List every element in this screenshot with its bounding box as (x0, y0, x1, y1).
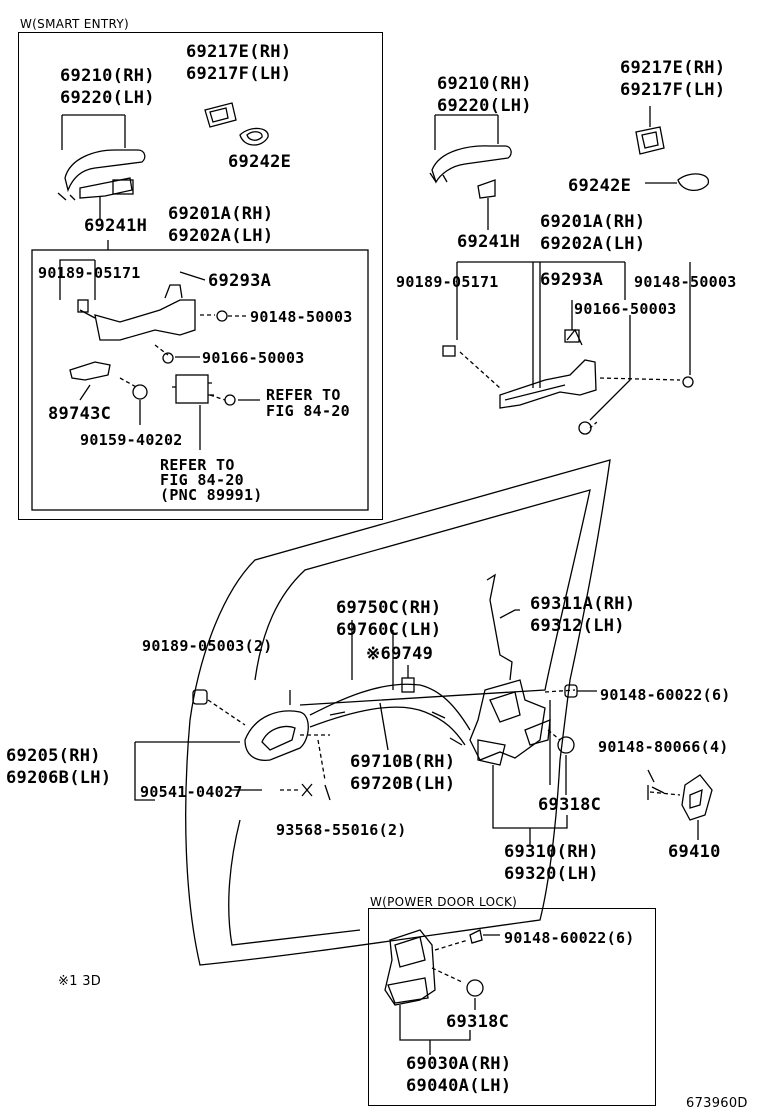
se-refer2-line3: (PNC 89991) (160, 486, 263, 504)
clip-69749-shape (401, 677, 415, 693)
std-part-90148-50003: 90148-50003 (634, 273, 737, 291)
figure-id: 673960D (686, 1096, 748, 1111)
lock-rh-label: 69310(RH) (504, 842, 599, 862)
std-pad: 69242E (568, 176, 632, 196)
std-part-90189-05171: 90189-05171 (396, 273, 499, 291)
std-frame-rh: 69201A(RH) (540, 212, 646, 232)
door-outline (185, 459, 611, 966)
std-grommet: 69241H (457, 232, 521, 252)
se-part-90148-50003: 90148-50003 (250, 308, 353, 326)
std-handle-lh: 69220(LH) (437, 96, 532, 116)
inner-handle-lh-label: 69206B(LH) (6, 768, 112, 788)
rod-rh-label: 69311A(RH) (530, 594, 636, 614)
striker-label: 69410 (668, 842, 721, 862)
std-frame-lh: 69202A(LH) (540, 234, 646, 254)
cable-69750c (309, 683, 471, 731)
se-refer2-line1: REFER TO (160, 456, 235, 474)
std-handle-shape (431, 145, 512, 184)
cable2-lh-label: 69720B(LH) (350, 774, 456, 794)
power-door-lock-box (368, 908, 656, 1106)
pdl-lock-rh-label: 69030A(RH) (406, 1054, 512, 1074)
screw-a-label: 90148-60022(6) (600, 686, 731, 704)
pdl-screw-label: 90148-60022(6) (504, 929, 635, 947)
se-frame-rh: 69201A(RH) (168, 204, 274, 224)
cable-rh-label: 69750C(RH) (336, 598, 442, 618)
std-cover-lh: 69217F(LH) (620, 80, 726, 100)
inner-handle-shape (244, 710, 309, 761)
std-part-69293a: 69293A (540, 270, 604, 290)
power-lock-title: W(POWER DOOR LOCK) (370, 895, 518, 909)
smart-entry-title: W(SMART ENTRY) (20, 17, 130, 31)
lock-shape (469, 679, 546, 761)
cable-lh-label: 69760C(LH) (336, 620, 442, 640)
se-part-90189-05171: 90189-05171 (38, 264, 141, 282)
lock-rod (486, 573, 513, 681)
cable-69710b (309, 706, 466, 746)
screw-d-label: 93568-55016(2) (276, 821, 407, 839)
se-pad: 69242E (228, 152, 292, 172)
se-handle-shape (64, 149, 146, 193)
se-part-90159-40202: 90159-40202 (80, 431, 183, 449)
se-refer1-line1: REFER TO (266, 386, 341, 404)
footnote: ※1 3D (58, 974, 102, 989)
se-grommet: 69241H (84, 216, 148, 236)
std-part-90166-50003: 90166-50003 (574, 300, 677, 318)
se-handle-lh: 69220(LH) (60, 88, 155, 108)
clip-label: ※69749 (366, 644, 434, 664)
rod-lh-label: 69312(LH) (530, 616, 625, 636)
smart-entry-box (18, 32, 383, 520)
se-frame-lh: 69202A(LH) (168, 226, 274, 246)
se-cover-rh: 69217E(RH) (186, 42, 292, 62)
se-refer1-line2: FIG 84-20 (266, 402, 350, 420)
pdl-lock-shape (384, 929, 436, 1006)
lock-lh-label: 69320(LH) (504, 864, 599, 884)
se-handle-rh: 69210(RH) (60, 66, 155, 86)
se-part-89743c: 89743C (48, 404, 112, 424)
std-handle-rh: 69210(RH) (437, 74, 532, 94)
se-part-69293a: 69293A (208, 271, 272, 291)
se-refer2-line2: FIG 84-20 (160, 471, 244, 489)
screw-c-label: 90541-04027 (140, 783, 243, 801)
se-part-90166-50003: 90166-50003 (202, 349, 305, 367)
se-inner-frame (31, 249, 369, 511)
cap-label: 69318C (538, 795, 602, 815)
bolt-a-label: 90189-05003(2) (142, 637, 273, 655)
pdl-lock-lh-label: 69040A(LH) (406, 1076, 512, 1096)
inner-handle-rh-label: 69205(RH) (6, 746, 101, 766)
pdl-cap-label: 69318C (446, 1012, 510, 1032)
cable2-rh-label: 69710B(RH) (350, 752, 456, 772)
se-cover-lh: 69217F(LH) (186, 64, 292, 84)
std-cover-rh: 69217E(RH) (620, 58, 726, 78)
screw-b-label: 90148-80066(4) (598, 738, 729, 756)
door-inner-panel (228, 819, 361, 946)
window-frame (254, 489, 591, 706)
striker-shape (681, 774, 713, 821)
